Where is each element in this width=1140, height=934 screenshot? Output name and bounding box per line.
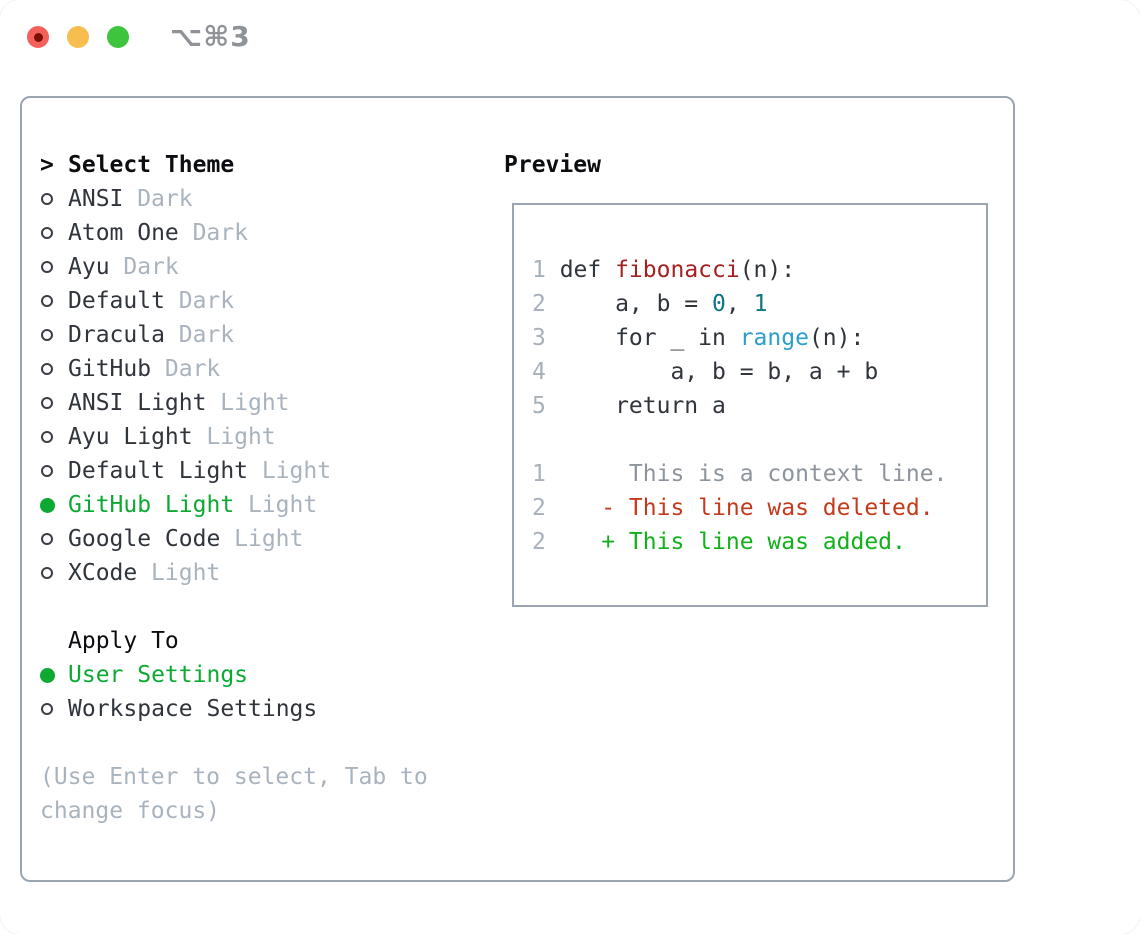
- theme-variant: Dark: [137, 186, 193, 212]
- theme-menu: > Select Theme ANSI Dark Atom One Dark A…: [40, 148, 428, 828]
- close-button[interactable]: [27, 26, 49, 48]
- theme-option-ansi-dark[interactable]: ANSI Dark: [40, 182, 428, 216]
- theme-variant: Light: [261, 458, 332, 484]
- titlebar: ⌥⌘3: [0, 0, 1140, 74]
- theme-menu-title-row: > Select Theme: [40, 148, 428, 182]
- theme-name: Default: [68, 288, 165, 314]
- code-line: 3 for _ in range(n):: [532, 321, 986, 355]
- builtin-token: range: [739, 325, 809, 351]
- radio-on-icon: [40, 667, 68, 683]
- apply-to-option-label: Workspace Settings: [68, 696, 318, 722]
- radio-off-icon: [40, 465, 68, 477]
- theme-option-ayu-dark[interactable]: Ayu Dark: [40, 250, 428, 284]
- number-token: 0: [712, 291, 726, 317]
- apply-to-title-row: Apply To: [40, 624, 428, 658]
- theme-name: Ayu Light: [68, 424, 193, 450]
- code-line: 4 a, b = b, a + b: [532, 355, 986, 389]
- radio-off-icon: [40, 227, 68, 239]
- theme-option-github-dark[interactable]: GitHub Dark: [40, 352, 428, 386]
- theme-name: Atom One: [68, 220, 179, 246]
- radio-off-icon: [40, 261, 68, 273]
- spacer: [40, 590, 428, 624]
- theme-option-dracula-dark[interactable]: Dracula Dark: [40, 318, 428, 352]
- theme-option-xcode[interactable]: XCode Light: [40, 556, 428, 590]
- theme-variant: Dark: [178, 322, 235, 348]
- radio-off-icon: [40, 533, 68, 545]
- theme-option-google-code[interactable]: Google Code Light: [40, 522, 428, 556]
- theme-name: Google Code: [68, 526, 221, 552]
- apply-to-option-label: User Settings: [68, 662, 249, 688]
- function-name-token: fibonacci: [615, 257, 740, 283]
- theme-variant: Light: [247, 492, 318, 518]
- theme-variant: Dark: [164, 356, 221, 382]
- line-number: 2: [532, 529, 546, 555]
- number-token: 1: [753, 291, 768, 317]
- theme-name: XCode: [68, 560, 138, 586]
- theme-option-default-light[interactable]: Default Light Light: [40, 454, 428, 488]
- theme-option-ansi-light[interactable]: ANSI Light Light: [40, 386, 428, 420]
- theme-variant: Dark: [123, 254, 179, 280]
- radio-off-icon: [40, 363, 68, 375]
- theme-picker-panel: > Select Theme ANSI Dark Atom One Dark A…: [20, 96, 1015, 882]
- radio-off-icon: [40, 397, 68, 409]
- theme-name: Dracula: [68, 322, 165, 348]
- theme-menu-title: Select Theme: [68, 152, 235, 178]
- apply-to-option-workspace-settings[interactable]: Workspace Settings: [40, 692, 428, 726]
- line-number: 1: [532, 461, 546, 487]
- theme-variant: Light: [234, 526, 304, 552]
- hint-line-2: change focus): [40, 798, 221, 824]
- radio-off-icon: [40, 329, 68, 341]
- theme-variant: Dark: [178, 288, 235, 314]
- hint-line-1: (Use Enter to select, Tab to: [40, 764, 428, 790]
- code-line: 5 return a: [532, 389, 986, 423]
- line-number: 1: [532, 257, 546, 283]
- theme-option-github-light[interactable]: GitHub Light Light: [40, 488, 428, 522]
- theme-name: ANSI: [68, 186, 124, 212]
- theme-name: Default Light: [68, 458, 249, 484]
- code-line: 2 a, b = 0, 1: [532, 287, 986, 321]
- line-number: 5: [532, 393, 546, 419]
- radio-off-icon: [40, 431, 68, 443]
- line-number: 4: [532, 359, 546, 385]
- line-number: 2: [532, 495, 546, 521]
- apply-to-title: Apply To: [68, 628, 179, 654]
- theme-name: ANSI Light: [68, 390, 207, 416]
- preview-title: Preview: [504, 152, 601, 178]
- blank-code-line: [532, 423, 986, 457]
- theme-variant: Light: [206, 424, 276, 450]
- radio-on-icon: [40, 497, 68, 513]
- theme-name: GitHub Light: [68, 492, 235, 518]
- theme-variant: Light: [151, 560, 221, 586]
- theme-option-default-dark[interactable]: Default Dark: [40, 284, 428, 318]
- radio-off-icon: [40, 567, 68, 579]
- line-number: 2: [532, 291, 546, 317]
- diff-added-line: 2 + This line was added.: [532, 525, 986, 559]
- minimize-button[interactable]: [67, 26, 89, 48]
- line-number: 3: [532, 325, 546, 351]
- theme-name: GitHub: [68, 356, 152, 382]
- theme-option-ayu-light[interactable]: Ayu Light Light: [40, 420, 428, 454]
- apply-to-option-user-settings[interactable]: User Settings: [40, 658, 428, 692]
- spacer: [40, 726, 428, 760]
- maximize-button[interactable]: [107, 26, 129, 48]
- window-shortcut-label: ⌥⌘3: [170, 20, 251, 53]
- theme-variant: Dark: [192, 220, 248, 246]
- diff-context-line: 1 This is a context line.: [532, 457, 986, 491]
- theme-variant: Light: [220, 390, 290, 416]
- theme-name: Ayu: [68, 254, 110, 280]
- diff-deleted-line: 2 - This line was deleted.: [532, 491, 986, 525]
- cursor-arrow-icon: >: [40, 152, 54, 178]
- radio-off-icon: [40, 295, 68, 307]
- radio-off-icon: [40, 193, 68, 205]
- theme-option-atom-one-dark[interactable]: Atom One Dark: [40, 216, 428, 250]
- radio-off-icon: [40, 703, 68, 715]
